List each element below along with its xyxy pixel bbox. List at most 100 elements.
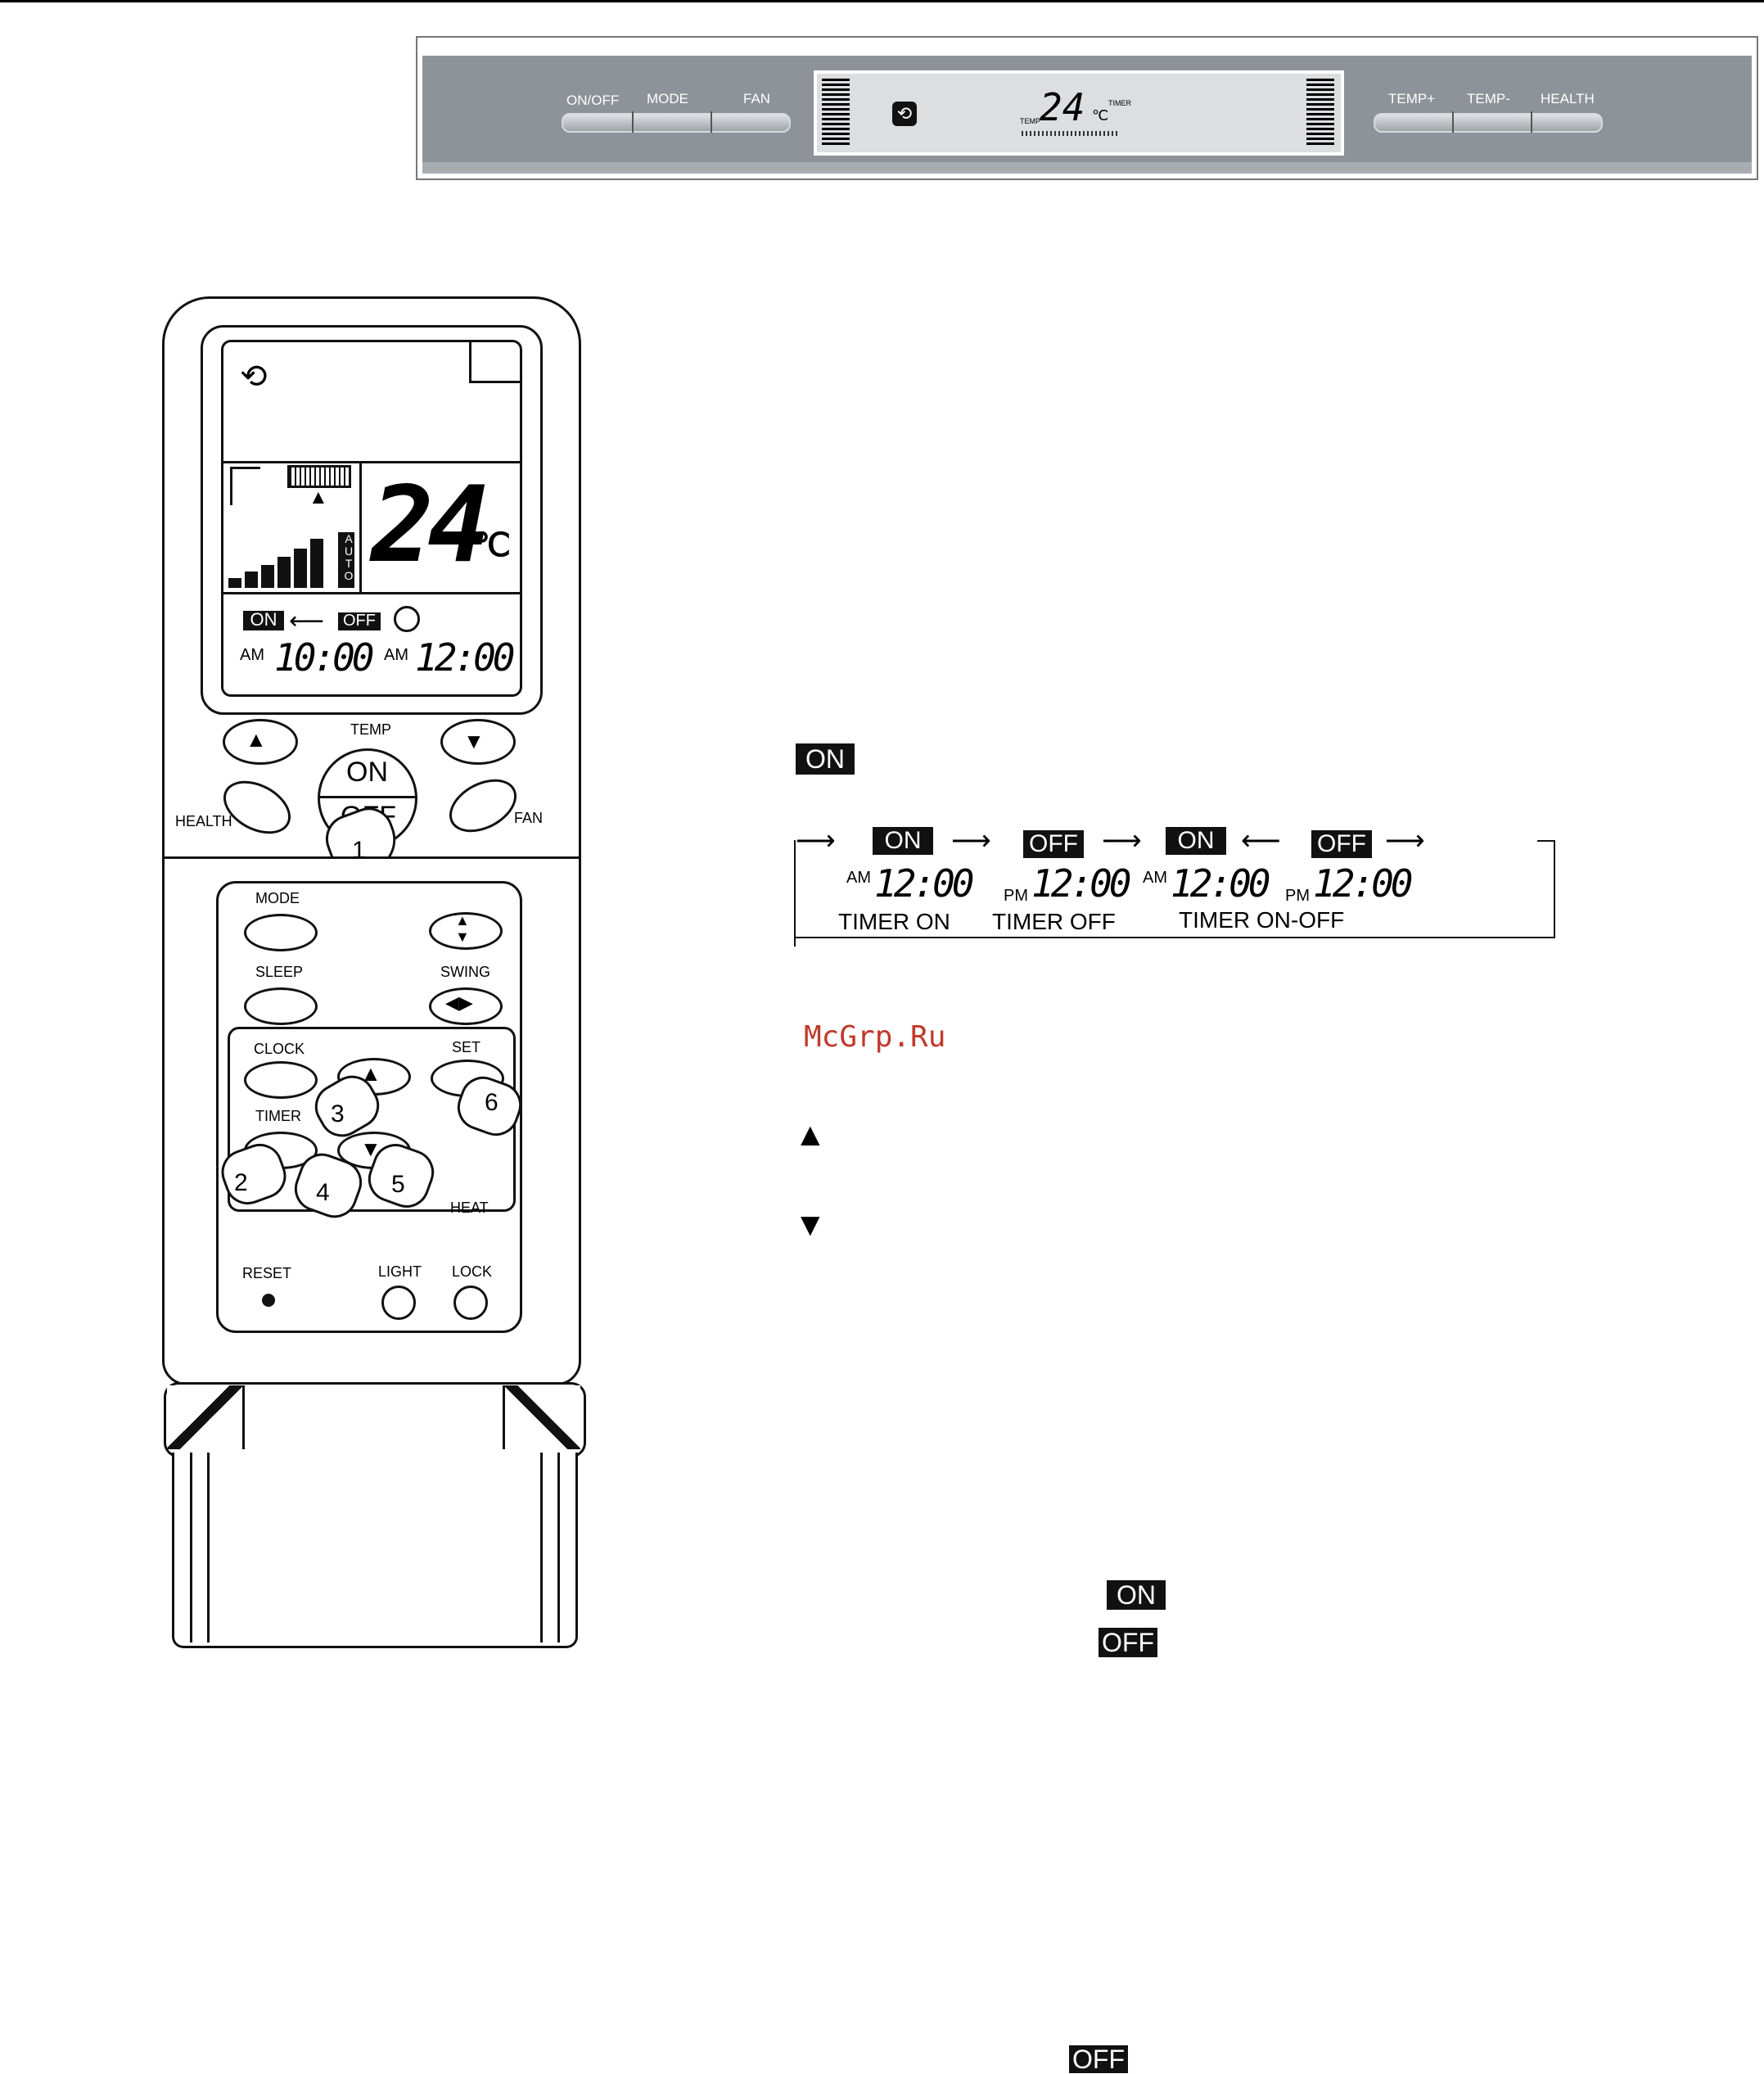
cycle-badge-off-2: OFF — [1311, 830, 1372, 858]
cycle-time-4: 12:00 — [1313, 861, 1414, 906]
up-down-arrows-icon: ▲▼ — [455, 912, 470, 945]
light-button[interactable] — [381, 1286, 416, 1320]
timer-cycle-diagram: ⟶ ON ⟶ OFF ⟶ ON ⟵ OFF ⟶ AM 12:00 PM 12:0… — [794, 825, 1557, 947]
horizontal-swing-button[interactable] — [429, 987, 503, 1025]
lcd-divider — [223, 461, 520, 463]
mode-label: MODE — [255, 890, 300, 906]
cycle-period-1: AM — [846, 869, 871, 887]
on-label: ON — [346, 757, 388, 788]
panel-temp-unit: ℃ — [1092, 107, 1109, 124]
remote-lcd-temperature: 24 — [371, 464, 490, 586]
panel-display-dots — [1022, 131, 1120, 136]
timer-label: TIMER — [255, 1108, 301, 1124]
caption-timer-on: TIMER ON — [838, 909, 950, 934]
holder-arm-left — [190, 1453, 210, 1642]
remote-holder — [172, 1453, 578, 1648]
lock-button[interactable] — [453, 1286, 488, 1320]
temp-up-button[interactable] — [223, 719, 298, 765]
lcd-time2-value: 12:00 — [415, 635, 516, 680]
clock-label: CLOCK — [254, 1041, 305, 1057]
swing-indicator-icon — [230, 467, 260, 505]
panel-button-divider — [1452, 111, 1454, 133]
panel-button-bar-right[interactable] — [1374, 113, 1603, 133]
fan-auto-label — [338, 532, 354, 588]
caption-timer-on-off: TIMER ON-OFF — [1179, 907, 1345, 933]
cycle-loop-top-right — [1537, 840, 1555, 842]
lcd-time2-period: AM — [384, 646, 408, 664]
vertical-swing-button[interactable] — [429, 912, 503, 950]
panel-timer-label: TIMER — [1108, 99, 1131, 107]
arrow-right-icon: ⟶ — [1385, 825, 1425, 856]
lcd-corner-box — [469, 340, 522, 383]
light-label: LIGHT — [378, 1263, 422, 1280]
health-label: HEALTH — [175, 813, 232, 829]
temp-plus-button-label: TEMP+ — [1388, 91, 1436, 106]
reset-label: RESET — [242, 1265, 292, 1281]
health-icon: ⟲ — [892, 102, 917, 126]
lcd-timer-off-tag: OFF — [338, 612, 381, 630]
caption-timer-off: TIMER OFF — [992, 909, 1116, 934]
panel-button-bar-left[interactable] — [562, 113, 791, 133]
cycle-period-4: PM — [1285, 887, 1310, 905]
lcd-time1-value: 10:00 — [274, 635, 375, 680]
on-off-divider — [320, 796, 415, 798]
panel-button-divider — [1531, 111, 1532, 133]
step-3-label: 3 — [331, 1100, 345, 1127]
arrow-right-icon: ⟶ — [796, 825, 836, 856]
temp-down-button[interactable] — [440, 719, 516, 765]
lcd-divider — [223, 592, 520, 594]
mode-button-label: MODE — [647, 91, 688, 106]
louver-icon — [287, 465, 351, 488]
temp-minus-button-label: TEMP- — [1467, 91, 1510, 106]
lcd-divider — [359, 461, 362, 592]
panel-display-bar-left — [822, 79, 850, 146]
sleep-label: SLEEP — [255, 964, 304, 980]
fan-button-label: FAN — [743, 91, 771, 106]
panel-display-bar-right — [1306, 79, 1334, 146]
reset-button[interactable] — [262, 1294, 275, 1307]
swing-label: SWING — [440, 964, 490, 980]
heat-label: HEAT — [450, 1200, 489, 1216]
panel-button-divider — [711, 111, 712, 133]
remote-lcd-temp-unit: ℃ — [474, 527, 511, 563]
step-2-label: 2 — [234, 1169, 248, 1196]
sleep-button[interactable] — [244, 987, 318, 1025]
on-indicator-badge: ON — [796, 743, 855, 775]
clock-button[interactable] — [244, 1061, 318, 1099]
mode-button[interactable] — [244, 914, 318, 951]
step-6-label: 6 — [485, 1089, 499, 1116]
cycle-period-2: PM — [1004, 887, 1028, 905]
panel-bottom-strip — [422, 162, 1752, 174]
cycle-time-2: 12:00 — [1031, 861, 1132, 906]
health-icon: ⟲ — [240, 359, 268, 395]
panel-temp-value: 24 — [1040, 85, 1085, 129]
footer-off-badge: OFF — [1069, 2045, 1128, 2073]
holder-arm-right — [540, 1453, 560, 1642]
left-right-arrows-icon: ◀▶ — [445, 992, 473, 1013]
remote-control: ⟲ ▲ AUTO 24 ℃ ON ⟵ OFF AM 10:00 AM 12:00… — [0, 0, 589, 1670]
down-triangle-icon: ▼ — [794, 1207, 827, 1243]
bottom-off-badge: OFF — [1099, 1628, 1157, 1657]
up-arrow-icon: ▲ — [246, 727, 267, 752]
fan-speed-bars-icon — [228, 539, 325, 588]
arrow-right-icon: ⟶ — [1102, 825, 1142, 856]
cycle-time-1: 12:00 — [874, 861, 975, 906]
cycle-period-3: AM — [1143, 869, 1167, 887]
cycle-loop-bottom — [794, 937, 1555, 938]
remote-lcd: ⟲ ▲ AUTO 24 ℃ ON ⟵ OFF AM 10:00 AM 12:00 — [221, 340, 522, 697]
cycle-badge-off: OFF — [1023, 830, 1084, 858]
hinge-block-right — [503, 1385, 580, 1449]
onoff-button-label: ON/OFF — [566, 93, 620, 108]
lcd-time1-period: AM — [240, 646, 264, 664]
hinge-block-left — [167, 1385, 245, 1449]
up-triangle-icon: ▲ — [794, 1117, 827, 1153]
panel-temp-label: TEMP — [1020, 117, 1041, 125]
arrow-right-icon: ⟶ — [951, 825, 991, 856]
cycle-loop-right — [1554, 840, 1555, 938]
cycle-badge-on-2: ON — [1166, 827, 1226, 855]
step-4-label: 4 — [316, 1179, 330, 1206]
temp-label: TEMP — [350, 721, 392, 738]
arrow-left-icon: ⟵ — [289, 608, 325, 635]
cycle-time-3: 12:00 — [1171, 861, 1271, 906]
airflow-icon: ▲ — [309, 486, 328, 508]
